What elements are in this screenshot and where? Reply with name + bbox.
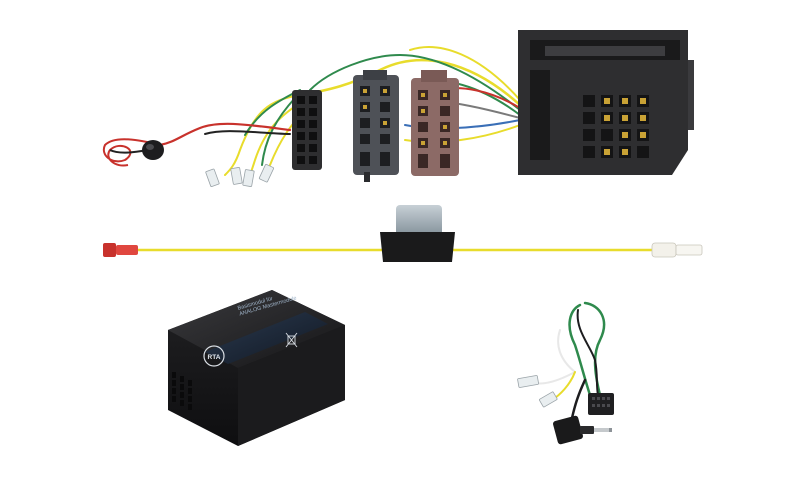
wire-bundle — [158, 46, 522, 181]
iso-connector-grey — [353, 70, 399, 182]
ribbon-connector-icon — [588, 393, 614, 415]
inline-fuse-icon — [380, 205, 455, 262]
large-multipin-connector-icon — [518, 30, 694, 175]
microphone-icon — [142, 140, 164, 160]
interface-box-icon: RTA — [168, 290, 345, 446]
jack-plug-icon — [553, 415, 612, 445]
spade-terminals — [205, 163, 274, 188]
iso-connector-black — [292, 90, 322, 170]
weee-bin-icon — [285, 332, 298, 348]
iso-connector-brown — [411, 70, 459, 176]
box-logo: RTA — [208, 354, 221, 361]
patch-lead-terminals — [517, 375, 558, 408]
